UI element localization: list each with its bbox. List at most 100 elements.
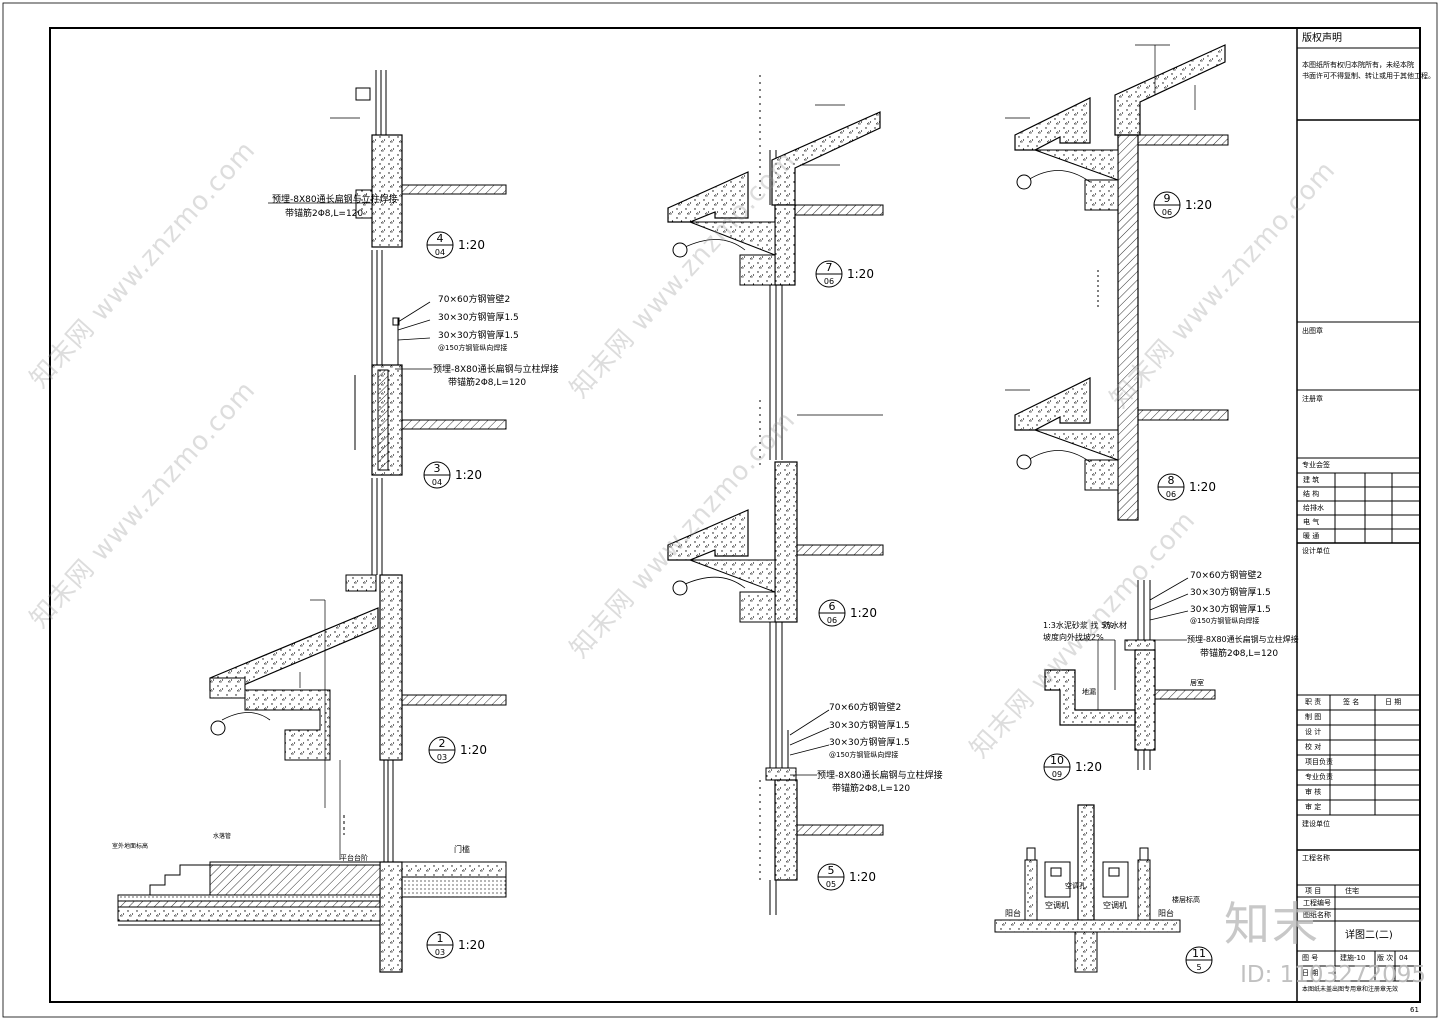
detail-sheet: 06 [827,616,837,625]
detail-scale: 1:20 [455,468,482,482]
role-row: 审 核 [1305,788,1322,796]
discipline-row: 电 气 [1303,518,1320,526]
version-value: 04 [1399,954,1408,962]
anchor-bar-note-2: 带锚筋2Φ8,L=120 [448,376,526,388]
gutter-note: 水落管 [213,832,231,840]
detail-scale: 1:20 [460,743,487,757]
stamp-label-1: 出图章 [1302,327,1323,335]
drawing-title: 详图二(二) [1345,930,1393,941]
project-name-label: 工程名称 [1302,854,1330,862]
detail-callouts: 4 04 1:20 3 04 1:20 2 03 1:20 1 03 1:20 … [423,191,1216,974]
detail-callout-7: 7 06 1:20 [815,260,874,288]
detail-number: 9 [1164,192,1171,205]
detail-callout-10: 10 09 1:20 [1043,753,1102,781]
brand-watermark: 知末 [1224,897,1320,951]
role-row: 校 对 [1305,743,1322,751]
detail-number: 7 [826,261,833,274]
detail-number: 3 [434,462,441,475]
detail-scale: 1:20 [458,938,485,952]
tube-note-3: 30×30方钢管厚1.5 [1190,603,1271,615]
role-row: 审 定 [1305,803,1322,811]
discipline-row: 建 筑 [1303,476,1320,484]
date-label: 日 期 [1302,969,1319,977]
project-value-1: 住宅 [1345,887,1359,895]
role-row: 项目负责 [1305,758,1333,766]
copyright-text-2: 书面许可不得复制、转让或用于其他工程。 [1302,72,1435,80]
leader-lines [221,117,1189,776]
roles-head-3: 日 期 [1385,698,1402,706]
detail-callout-3: 3 04 1:20 [423,461,482,489]
tube-note-3: 30×30方钢管厚1.5 [438,329,519,341]
detail-number: 2 [439,737,446,750]
detail-sheet: 06 [1166,490,1176,499]
waterproof-note: 防水材 [1103,620,1127,630]
annotation-texts: 预埋-8X80通长扁钢与立柱焊接 带锚筋2Φ8,L=120 70×60方钢管壁2… [112,193,1299,918]
detail-scale: 1:20 [458,238,485,252]
tube-note-4: @150方钢管纵向焊接 [829,750,898,759]
discipline-label: 专业会签 [1302,461,1330,469]
platform-note: 平台台阶 [340,853,368,862]
tube-note-2: 30×30方钢管厚1.5 [1190,586,1271,598]
project-row-2: 工程编号 [1303,899,1331,907]
role-row: 设 计 [1305,728,1322,736]
copyright-title: 版权声明 [1302,33,1342,44]
detail-scale: 1:20 [849,870,876,884]
detail-number: 4 [437,232,444,245]
detail-number: 6 [829,600,836,613]
detail-callout-4: 4 04 1:20 [426,231,485,259]
project-row-3: 图纸名称 [1303,911,1331,919]
detail-number: 11 [1192,947,1206,960]
detail-sheet: 05 [826,880,836,889]
tube-note-1: 70×60方钢管壁2 [1190,569,1262,581]
detail-callout-1: 1 03 1:20 [426,931,485,959]
tube-note-1: 70×60方钢管壁2 [829,701,901,713]
detail-scale: 1:20 [850,606,877,620]
role-row: 专业负责 [1305,773,1333,781]
outdoor-level-note: 室外地面标高 [112,842,148,850]
detail-scale: 1:20 [1189,480,1216,494]
tube-note-3: 30×30方钢管厚1.5 [829,736,910,748]
role-row: 制 图 [1305,713,1322,721]
detail-scale: 1:20 [1185,198,1212,212]
ac-unit-right: 空调机 [1103,900,1127,910]
anchor-plate-note-2: 预埋-8X80通长扁钢与立柱焊接 [817,769,943,781]
slope-note: 坡度向外找坡2% [1043,632,1104,642]
validity-note: 本图纸未盖出图专用章和注册章无效 [1302,986,1399,993]
version-label: 版 次 [1377,954,1394,962]
detail-sheet: 04 [432,478,442,487]
right-wall-section [994,44,1229,973]
detail-number: 5 [828,864,835,877]
detail-sheet: 04 [435,248,445,257]
anchor-plate-note: 预埋-8X80通长扁钢与立柱焊接 [272,193,398,205]
balcony-left: 阳台 [1005,908,1021,918]
drawing-no-label: 图 号 [1302,954,1319,962]
discipline-row: 暖 通 [1303,532,1320,540]
discipline-row: 结 构 [1303,490,1320,498]
detail-number: 8 [1168,474,1175,487]
detail-sheet: 09 [1052,770,1062,779]
tube-note-2: 30×30方钢管厚1.5 [438,311,519,323]
ac-hole-note: 空调孔 [1065,881,1086,890]
title-block [1296,27,1421,1003]
detail-callout-5: 5 05 1:20 [817,863,876,891]
floor-level-note: 楼层标高 [1172,895,1200,904]
build-unit-label: 建设单位 [1302,820,1330,828]
ac-unit-left: 空调机 [1045,900,1069,910]
copyright-text-1: 本图纸所有权归本院所有，未经本院 [1302,61,1414,69]
drawing-frame [49,27,1421,1003]
detail-sheet: 06 [1162,208,1172,217]
door-sill-note: 门槛 [454,844,470,854]
detail-sheet: 06 [824,277,834,286]
detail-callout-8: 8 06 1:20 [1157,473,1216,501]
tube-note-2: 30×30方钢管厚1.5 [829,719,910,731]
page-number: 61 [1410,1006,1419,1014]
room-note: 居室 [1190,678,1204,687]
tube-note-4: @150方钢管纵向焊接 [1190,616,1259,625]
project-row-1: 项 目 [1305,887,1322,895]
roles-head-2: 签 名 [1343,698,1360,706]
middle-wall-section [667,75,884,915]
anchor-bar-note: 带锚筋2Φ8,L=120 [285,207,363,219]
detail-scale: 1:20 [847,267,874,281]
mortar-note: 1:3水泥砂浆 找 5% [1043,620,1114,630]
